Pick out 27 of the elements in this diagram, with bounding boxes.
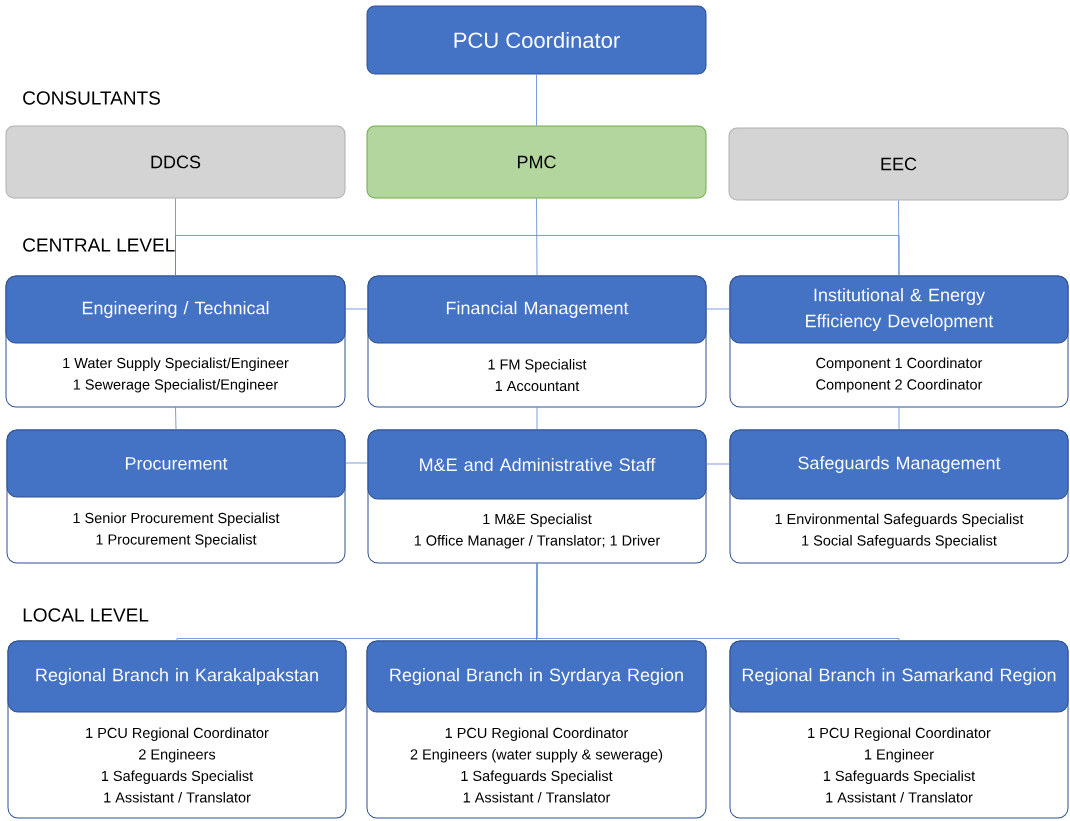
connector-line: [898, 407, 900, 430]
level-heading: LOCAL LEVEL: [23, 608, 149, 622]
connector-line: [706, 308, 730, 310]
connector-line: [536, 198, 538, 276]
unit-box: Financial Management 1 FM Specialist 1 Accountant: [367, 275, 707, 408]
unit-box: M&E and Administrative Staff 1 M&E Specialist 1 Office Manager / Translator; 1 Driver: [367, 429, 707, 564]
unit-box: Regional Branch in Samarkand Region 1 PCU Regional Coordinator 1 Engineer 1 Safeguards Specialist 1 Assistant / Translator: [729, 640, 1069, 819]
connector-line: [175, 407, 177, 430]
unit-box: Procurement 1 Senior Procurement Specialist 1 Procurement Specialist: [6, 429, 346, 564]
position-box: DDCS: [5, 125, 346, 199]
connector-line: [536, 407, 538, 430]
position-box: PMC: [366, 125, 707, 199]
connector-line: [175, 235, 900, 276]
unit-box: Institutional & Energy Efficiency Development Component 1 Coordinator Component 2 Coordinator: [729, 275, 1069, 408]
position-box: PCU Coordinator: [366, 5, 707, 75]
connector-line: [536, 74, 537, 126]
level-heading: CENTRAL LEVEL: [23, 238, 175, 252]
connector-line: [345, 308, 368, 310]
connector-line: [706, 463, 730, 465]
level-heading: CONSULTANTS: [23, 91, 160, 105]
unit-box: Regional Branch in Syrdarya Region 1 PCU Regional Coordinator 2 Engineers (water supply & sewerage) 1 Safeguards Specialist 1 Assistant / Translator: [366, 640, 707, 819]
connector-line: [345, 462, 368, 464]
unit-box: Engineering / Technical 1 Water Supply Specialist/Engineer 1 Sewerage Specialist/Engineer: [5, 275, 346, 408]
unit-box: Safeguards Management 1 Environmental Safeguards Specialist 1 Social Safeguards Specialist: [729, 429, 1069, 564]
position-box: EEC: [728, 127, 1069, 201]
unit-box: Regional Branch in Karakalpakstan 1 PCU Regional Coordinator 2 Engineers 1 Safeguards Specialist 1 Assistant / Translator: [7, 640, 347, 819]
connector-line: [536, 563, 900, 641]
